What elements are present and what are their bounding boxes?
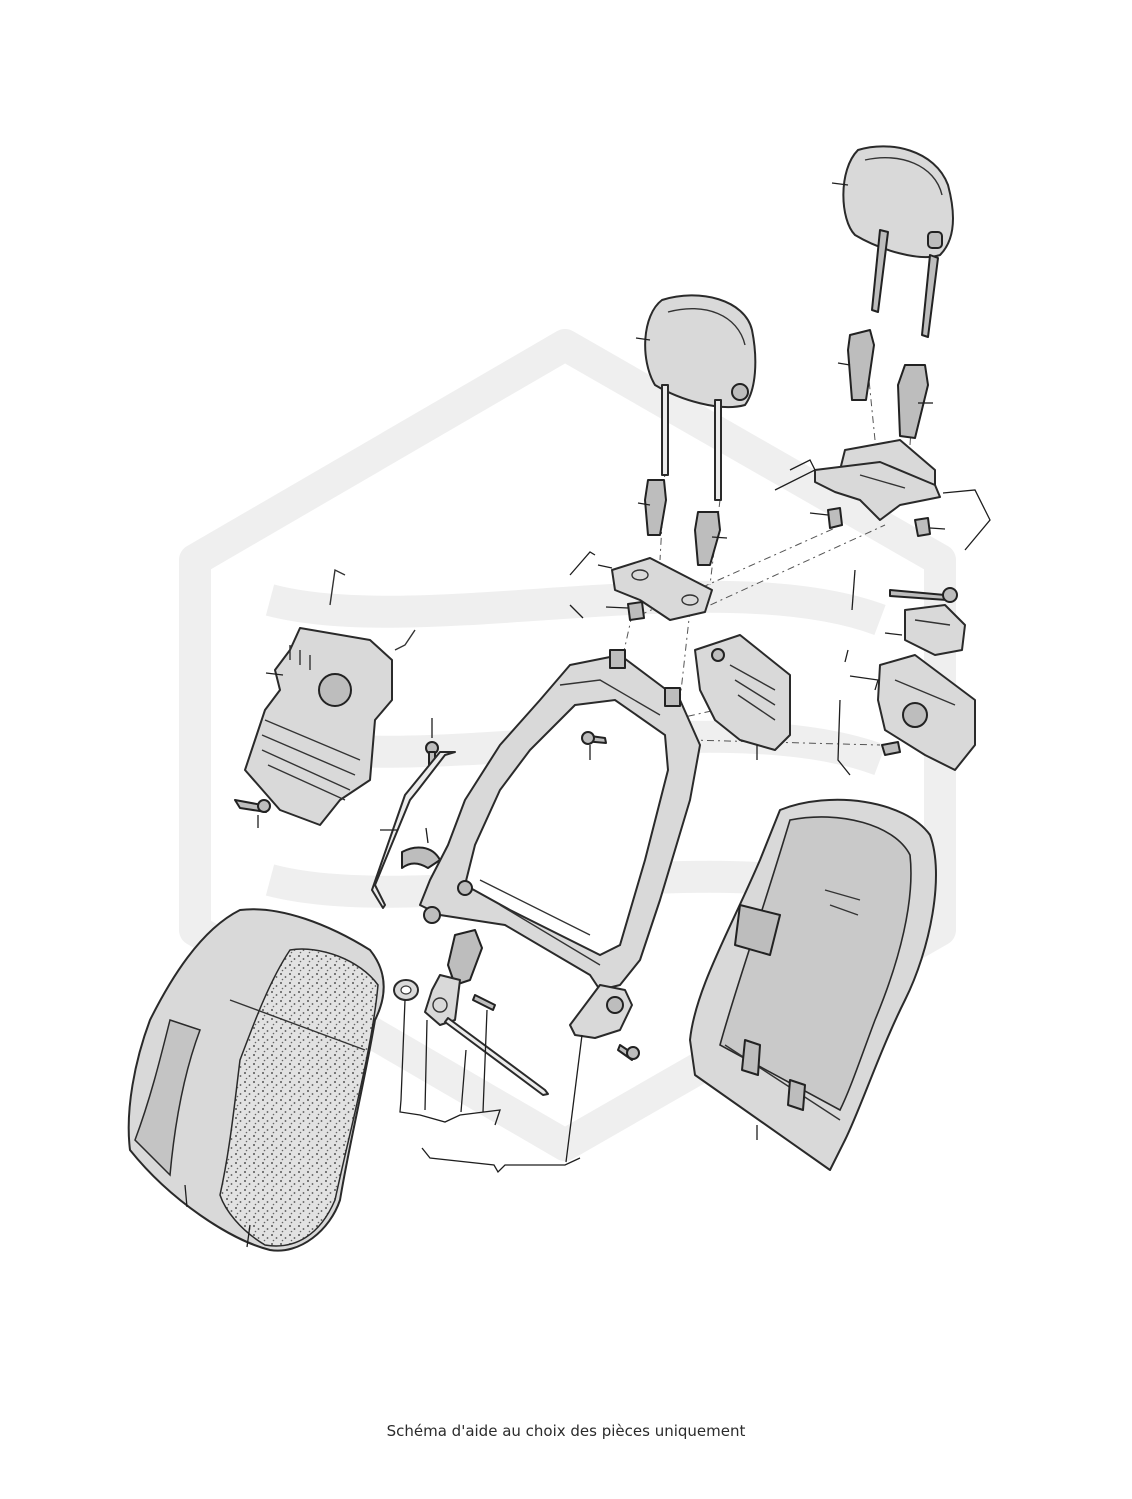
- seat-back-panel[interactable]: [689, 798, 937, 1171]
- leader-lines: [184, 182, 991, 1248]
- lumbar-support-plate[interactable]: [244, 568, 416, 826]
- headrest-guide-upper-left[interactable]: [847, 329, 875, 401]
- seat-back-frame[interactable]: [419, 649, 701, 991]
- headrest-upper[interactable]: [842, 145, 954, 338]
- headrest-center[interactable]: [644, 294, 757, 501]
- washer[interactable]: [393, 979, 419, 1001]
- headrest-guide-center-left[interactable]: [644, 479, 667, 536]
- headrest-guide-upper-right[interactable]: [897, 364, 929, 439]
- headrest-bracket-center[interactable]: [611, 557, 713, 621]
- bolt-recliner[interactable]: [472, 994, 496, 1011]
- side-mechanism-lower-right[interactable]: [877, 654, 976, 771]
- backrest-cushion[interactable]: [127, 908, 385, 1252]
- cover-bracket-small[interactable]: [401, 846, 441, 869]
- screw-right-bottom[interactable]: [881, 741, 901, 756]
- screw-frame[interactable]: [581, 731, 607, 745]
- headrest-bracket-upper[interactable]: [814, 439, 941, 537]
- diagram-caption: Schéma d'aide au choix des pièces unique…: [386, 1422, 746, 1440]
- side-mechanism-upper-right[interactable]: [904, 604, 966, 656]
- cable-rod[interactable]: [371, 751, 456, 909]
- side-mechanism-center[interactable]: [694, 634, 791, 751]
- recliner-bracket[interactable]: [569, 984, 633, 1039]
- recliner-motor[interactable]: [424, 929, 483, 1026]
- screw-recliner[interactable]: [617, 1044, 640, 1061]
- bolt-right-top[interactable]: [889, 587, 958, 603]
- drive-shaft[interactable]: [444, 1017, 549, 1096]
- screw-left[interactable]: [234, 799, 271, 813]
- headrest-guide-center-right[interactable]: [694, 511, 721, 566]
